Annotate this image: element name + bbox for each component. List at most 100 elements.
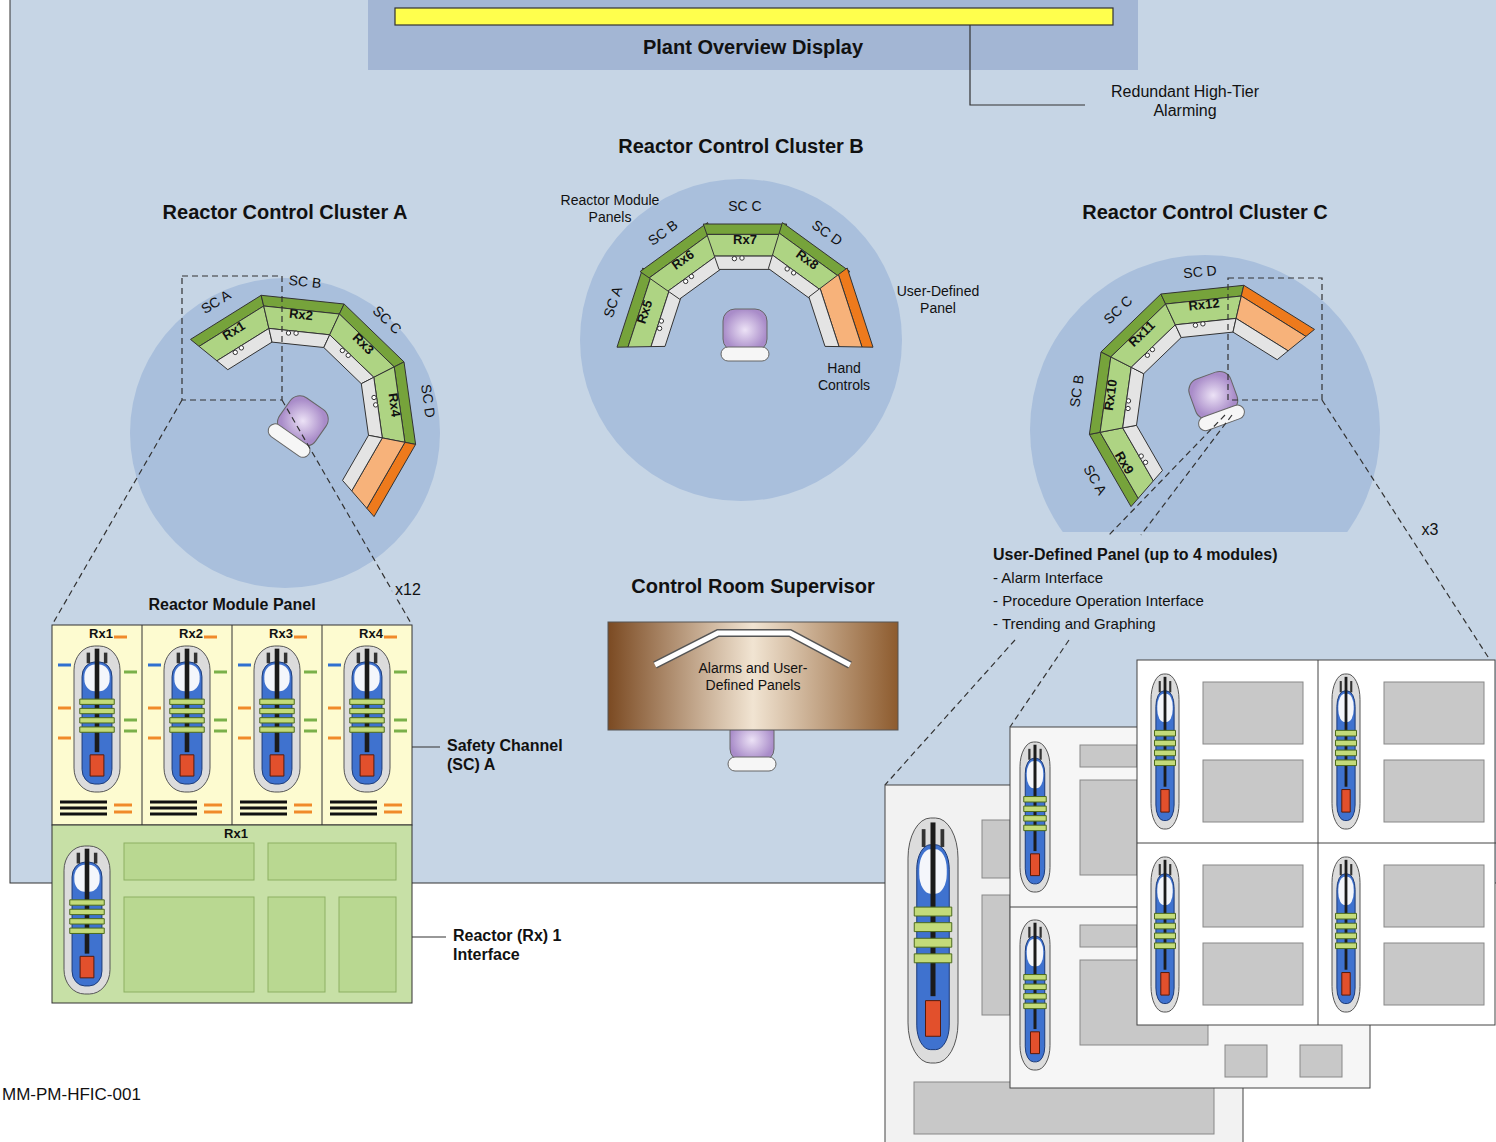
containment xyxy=(1332,674,1360,829)
reactor-module-icon xyxy=(908,818,958,1063)
steam-generator xyxy=(1155,933,1176,939)
containment xyxy=(1332,857,1360,1012)
panel-note: User-Defined Panel (up to 4 modules) xyxy=(993,545,1277,564)
channel-label: SC B xyxy=(645,216,681,249)
panel-widget xyxy=(1080,780,1137,875)
indicator-bar xyxy=(330,813,377,816)
containment xyxy=(1151,674,1179,829)
steam-generator xyxy=(1024,975,1047,980)
hand-control xyxy=(346,353,350,357)
cluster-art xyxy=(580,179,902,501)
indicator xyxy=(328,737,341,740)
node-title: Reactor Control Cluster B xyxy=(520,134,962,158)
steam-generator xyxy=(1336,913,1357,919)
overview-screen xyxy=(395,8,1113,25)
indicator-bar xyxy=(294,804,312,807)
steam-generator xyxy=(260,708,295,713)
indicator xyxy=(124,719,137,722)
steam-generator xyxy=(1155,740,1176,746)
indicator-bar xyxy=(384,811,402,814)
indicator xyxy=(328,664,341,667)
steam-generator xyxy=(70,909,105,914)
steam-generator xyxy=(70,928,105,933)
hand-control xyxy=(732,256,736,260)
node-title: Rx1 xyxy=(47,209,421,452)
panel-widget xyxy=(982,895,1010,1015)
core xyxy=(1031,1032,1040,1054)
core xyxy=(270,755,284,776)
chair-rest xyxy=(728,757,776,771)
panel-cell: Rx3 xyxy=(232,625,322,825)
steam-generator xyxy=(80,708,115,713)
steam-generator xyxy=(914,954,952,963)
multiplier: x12 xyxy=(392,580,424,599)
nozzle xyxy=(1350,681,1352,692)
nozzle xyxy=(177,653,180,664)
steam-generator xyxy=(260,699,295,704)
indicator xyxy=(124,671,137,674)
node-title: Rx1 xyxy=(56,626,146,642)
indicator-bar xyxy=(330,807,377,810)
channel-label: SC D xyxy=(1183,262,1218,282)
hand-control xyxy=(1150,347,1154,351)
indicator xyxy=(238,664,251,667)
nozzle xyxy=(1028,927,1030,938)
hand-control xyxy=(1143,460,1147,464)
nozzle xyxy=(1159,864,1161,875)
panel-note: - Alarm Interface xyxy=(993,569,1103,587)
interface-widget xyxy=(339,897,396,992)
core xyxy=(1031,854,1040,876)
hand-control xyxy=(1145,353,1149,357)
panel-note: - Procedure Operation Interface xyxy=(993,592,1204,610)
steam-generator xyxy=(1155,750,1176,756)
containment xyxy=(908,818,958,1063)
callout-label: Reactor (Rx) 1 Interface xyxy=(453,926,583,964)
steam-generator xyxy=(1024,797,1047,802)
nozzle xyxy=(194,653,197,664)
node-title: Rx12 xyxy=(969,272,1438,339)
indicator xyxy=(148,664,161,667)
hand-control xyxy=(1201,322,1205,326)
hand-control xyxy=(1139,454,1143,458)
indicator-bar xyxy=(294,811,312,814)
interface-widget xyxy=(268,897,325,992)
node-title: Rx2 xyxy=(146,626,236,642)
panel-note: - Trending and Graphing xyxy=(993,615,1156,633)
nozzle xyxy=(1040,927,1042,938)
steam-generator xyxy=(170,727,205,732)
steam-generator xyxy=(1155,730,1176,736)
steam-generator xyxy=(260,718,295,723)
panel-widget xyxy=(1203,760,1303,822)
nozzle xyxy=(267,653,270,664)
indicator-bar xyxy=(204,811,222,814)
channel-label: SC C xyxy=(369,302,405,337)
indicator-bar xyxy=(240,807,287,810)
core xyxy=(926,1001,941,1037)
reactor-panel: Rx12 xyxy=(964,271,1443,339)
channel-label: SC A xyxy=(600,284,626,320)
user-panel-stack xyxy=(885,660,1496,1142)
steam-generator xyxy=(1155,923,1176,929)
indicator xyxy=(304,730,317,733)
indicator xyxy=(304,719,317,722)
indicator-bar xyxy=(150,813,197,816)
indicator xyxy=(58,707,71,710)
steam-generator xyxy=(1024,806,1047,811)
channel-label: SC B xyxy=(287,272,321,292)
nozzle xyxy=(1028,749,1030,760)
multiplier: x3 xyxy=(1419,520,1442,539)
overview-band xyxy=(368,0,1138,70)
node-title: Reactor Control Cluster A xyxy=(70,200,500,224)
safety-channel-section xyxy=(52,625,412,825)
reactor-module-icon xyxy=(1332,857,1360,1012)
containment xyxy=(1020,920,1050,1070)
node-title: Plant Overview Display xyxy=(368,35,1138,59)
desk-surface xyxy=(269,328,330,347)
core xyxy=(80,956,94,978)
desk-surface xyxy=(714,256,775,269)
nozzle xyxy=(374,653,377,664)
indicator-bar xyxy=(60,801,107,804)
steam-generator xyxy=(170,708,205,713)
